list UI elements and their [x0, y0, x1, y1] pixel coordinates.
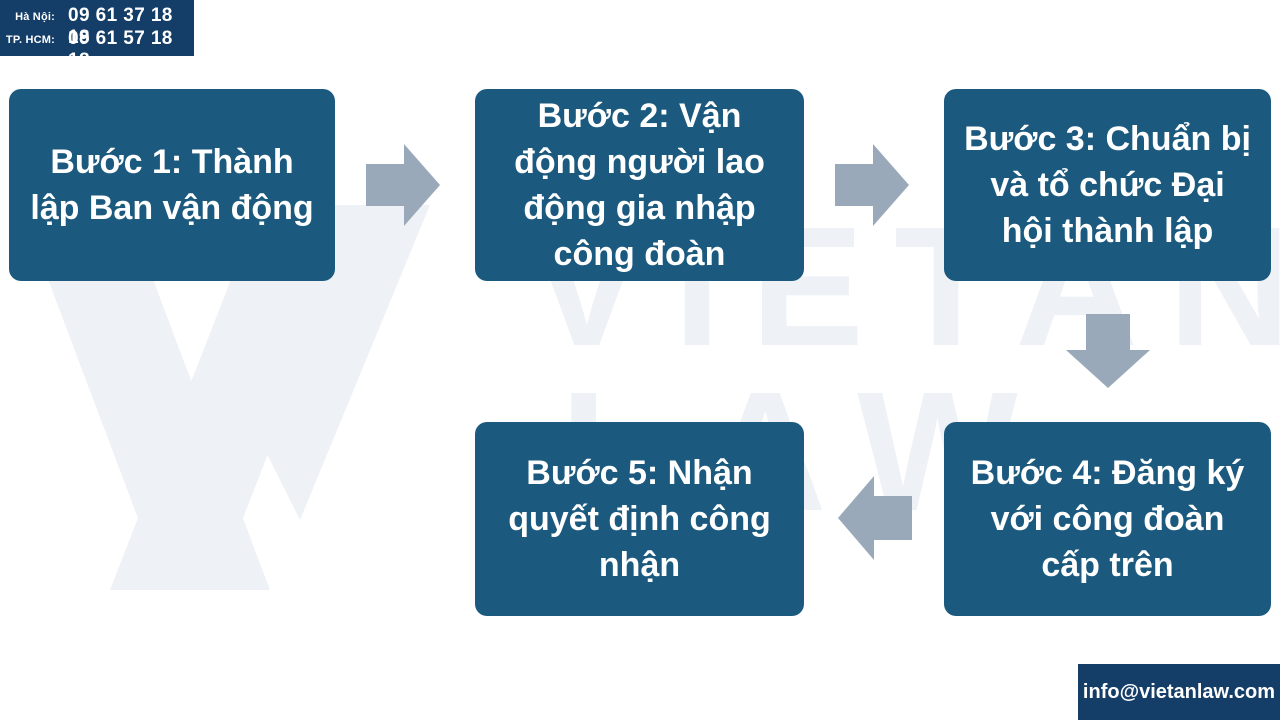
step-4-box: Bước 4: Đăng ký với công đoàn cấp trên	[944, 422, 1271, 616]
step-2-label: Bước 2: Vận động người lao động gia nhập…	[514, 97, 765, 273]
contact-row-hanoi: Hà Nội: 09 61 37 18 18	[0, 5, 194, 48]
step-2-box: Bước 2: Vận động người lao động gia nhập…	[475, 89, 804, 281]
email-link[interactable]: info@vietanlaw.com	[1082, 680, 1276, 703]
arrow-left-4-5-icon	[838, 476, 912, 560]
arrow-right-2-3-icon	[835, 144, 909, 226]
hanoi-label: Hà Nội:	[15, 11, 55, 23]
contact-box: Hà Nội: 09 61 37 18 18 TP. HCM: 09 61 57…	[0, 0, 194, 71]
email-box: info@vietanlaw.com	[1078, 664, 1280, 720]
hcm-label: TP. HCM:	[5, 34, 55, 46]
arrow-down-3-4-icon	[1066, 314, 1150, 388]
step-3-box: Bước 3: Chuẩn bị và tổ chức Đại hội thàn…	[944, 89, 1271, 281]
step-5-label: Bước 5: Nhận quyết định công nhận	[508, 454, 771, 584]
step-3-label: Bước 3: Chuẩn bị và tổ chức Đại hội thàn…	[964, 120, 1251, 250]
contact-row-hcm: TP. HCM: 09 61 57 18 18	[0, 28, 194, 71]
step-5-box: Bước 5: Nhận quyết định công nhận	[475, 422, 804, 616]
step-1-label: Bước 1: Thành lập Ban vận động	[30, 143, 314, 227]
hcm-phone[interactable]: 09 61 57 18 18	[68, 28, 173, 71]
hanoi-phone[interactable]: 09 61 37 18 18	[68, 5, 173, 48]
arrow-right-1-2-icon	[366, 144, 440, 226]
step-4-label: Bước 4: Đăng ký với công đoàn cấp trên	[970, 454, 1245, 584]
step-1-box: Bước 1: Thành lập Ban vận động	[9, 89, 335, 281]
